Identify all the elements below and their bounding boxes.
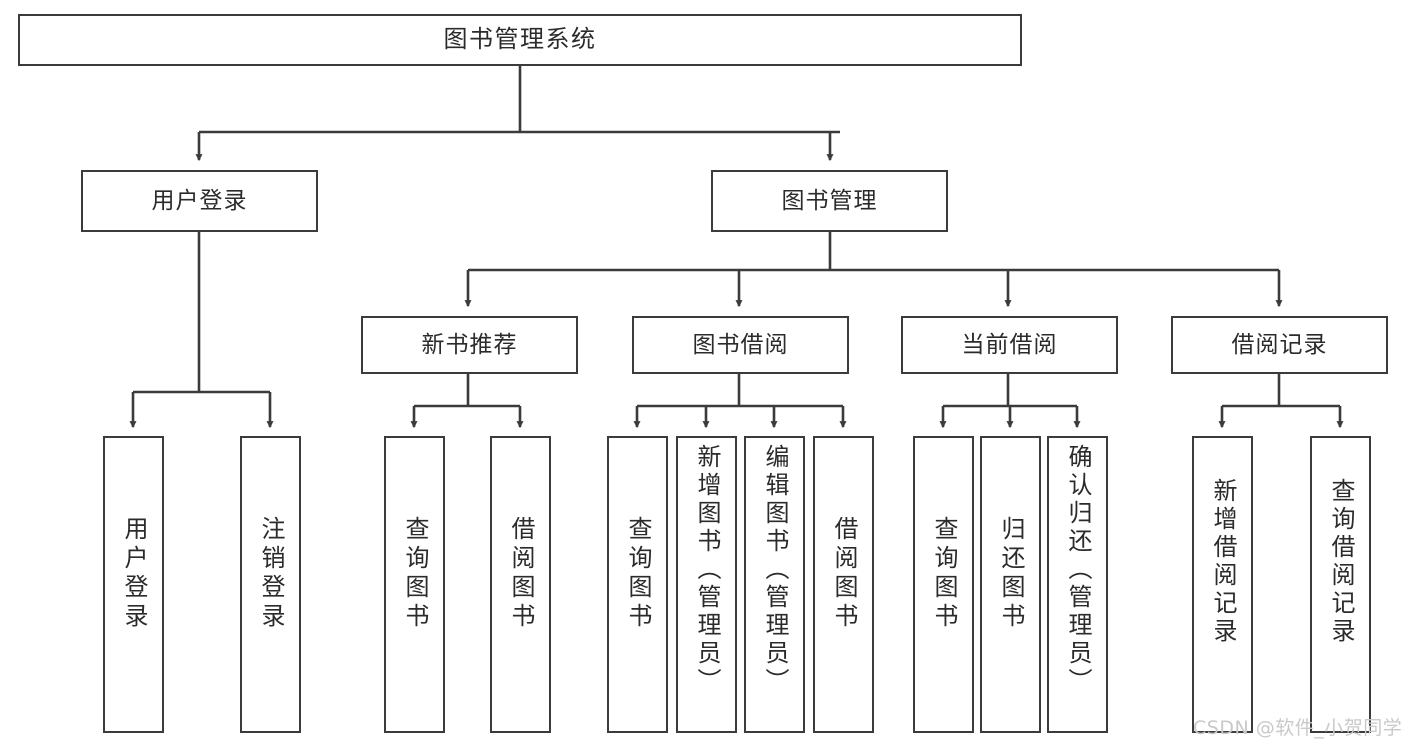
leaf-edit-book-label: 编辑图书（管理员） <box>760 444 789 696</box>
leaf-logout-label: 注销登录 <box>256 516 285 632</box>
leaf-return-book-label: 归还图书 <box>996 516 1025 632</box>
leaf-add-book[interactable]: 新增图书（管理员） <box>676 436 737 733</box>
leaf-borrow-book-recommend[interactable]: 借阅图书 <box>490 436 551 733</box>
node-borrow-record[interactable]: 借阅记录 <box>1171 316 1388 374</box>
leaf-edit-book[interactable]: 编辑图书（管理员） <box>744 436 805 733</box>
node-book-borrow[interactable]: 图书借阅 <box>632 316 849 374</box>
leaf-logout[interactable]: 注销登录 <box>240 436 301 733</box>
leaf-query-book-recommend-label: 查询图书 <box>400 516 429 632</box>
node-root-label: 图书管理系统 <box>443 25 597 54</box>
leaf-confirm-return[interactable]: 确认归还（管理员） <box>1047 436 1108 733</box>
node-current-borrow[interactable]: 当前借阅 <box>901 316 1118 374</box>
node-new-book-recommend[interactable]: 新书推荐 <box>361 316 578 374</box>
node-book-manage[interactable]: 图书管理 <box>711 170 948 232</box>
csdn-watermark: CSDN @软件_小贺同学 <box>1193 717 1403 739</box>
leaf-user-login-label: 用户登录 <box>119 516 148 632</box>
leaf-query-borrow-record[interactable]: 查询借阅记录 <box>1310 436 1371 733</box>
leaf-query-book-recommend[interactable]: 查询图书 <box>384 436 445 733</box>
node-root[interactable]: 图书管理系统 <box>18 14 1022 66</box>
node-current-borrow-label: 当前借阅 <box>961 331 1058 358</box>
leaf-borrow-book-borrow[interactable]: 借阅图书 <box>813 436 874 733</box>
node-new-book-recommend-label: 新书推荐 <box>421 331 518 358</box>
leaf-query-book-current-label: 查询图书 <box>929 516 958 632</box>
node-book-manage-label: 图书管理 <box>781 187 878 214</box>
node-user-login-label: 用户登录 <box>151 187 248 214</box>
leaf-add-book-label: 新增图书（管理员） <box>692 444 721 696</box>
leaf-query-book-current[interactable]: 查询图书 <box>913 436 974 733</box>
leaf-confirm-return-label: 确认归还（管理员） <box>1063 444 1092 696</box>
leaf-query-book-borrow[interactable]: 查询图书 <box>607 436 668 733</box>
node-user-login[interactable]: 用户登录 <box>81 170 318 232</box>
node-borrow-record-label: 借阅记录 <box>1231 331 1328 358</box>
leaf-query-book-borrow-label: 查询图书 <box>623 516 652 632</box>
leaf-borrow-book-recommend-label: 借阅图书 <box>506 516 535 632</box>
leaf-return-book[interactable]: 归还图书 <box>980 436 1041 733</box>
leaf-query-borrow-record-label: 查询借阅记录 <box>1326 478 1355 646</box>
leaf-borrow-book-borrow-label: 借阅图书 <box>829 516 858 632</box>
leaf-add-borrow-record-label: 新增借阅记录 <box>1208 478 1237 646</box>
node-book-borrow-label: 图书借阅 <box>692 331 789 358</box>
leaf-user-login[interactable]: 用户登录 <box>103 436 164 733</box>
leaf-add-borrow-record[interactable]: 新增借阅记录 <box>1192 436 1253 733</box>
